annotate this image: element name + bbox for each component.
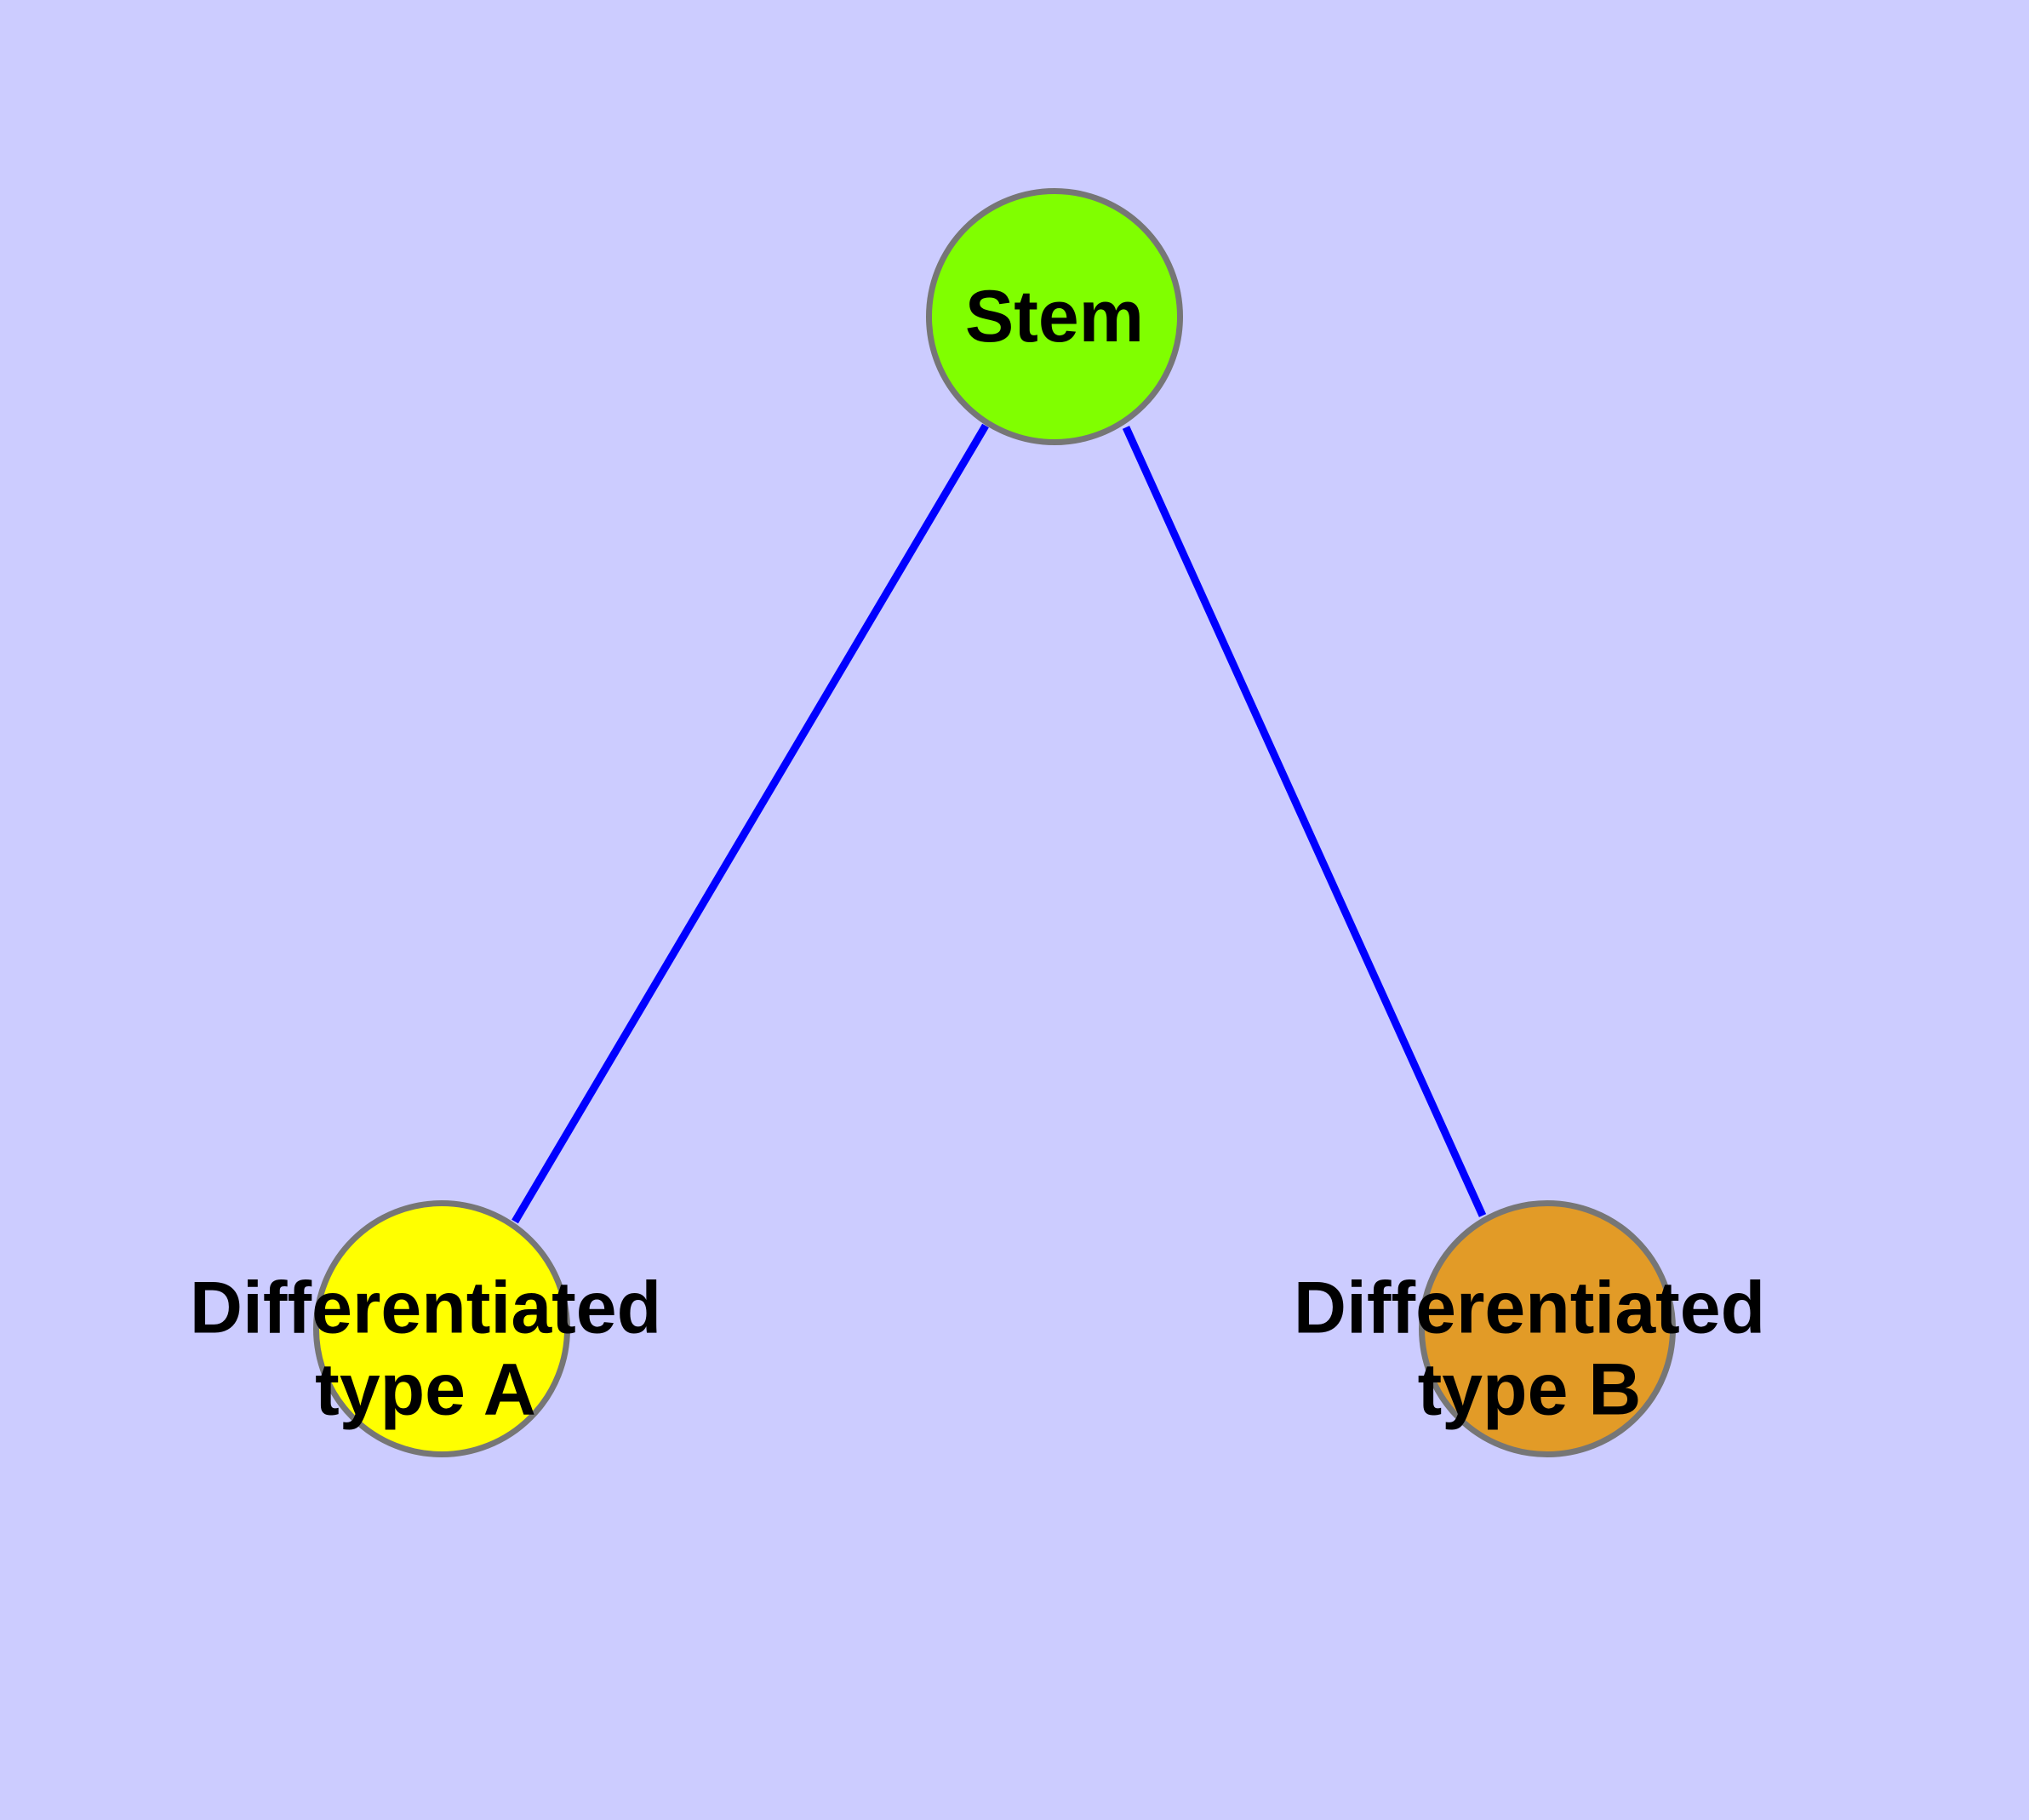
- edge-stem-to-diff-b: [1122, 426, 1487, 1217]
- node-diff-b[interactable]: [1419, 1200, 1676, 1457]
- node-diff-a[interactable]: [313, 1200, 570, 1457]
- edge-stem-to-diff-a: [512, 423, 989, 1224]
- node-stem[interactable]: [926, 188, 1183, 445]
